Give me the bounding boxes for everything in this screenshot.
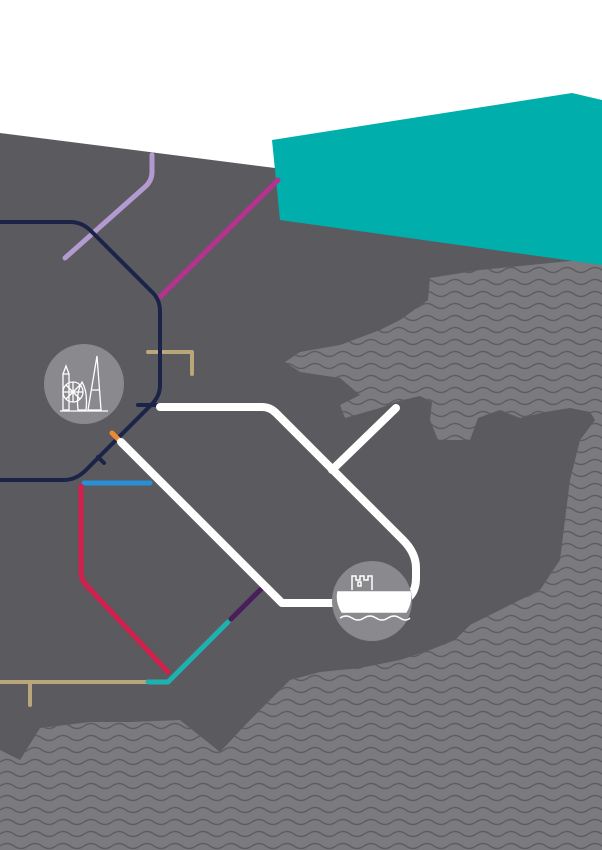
- castle-icon: [332, 561, 412, 641]
- sea-waves: [0, 258, 602, 850]
- red-line: [78, 483, 171, 675]
- navy-ring: [0, 220, 162, 482]
- route-lines: [0, 152, 420, 707]
- tan-line-top: [146, 350, 194, 376]
- magenta-line: [157, 177, 281, 300]
- london-landmarks-icon: [44, 344, 124, 424]
- lilac-line: [62, 152, 155, 261]
- purple-line: [228, 585, 265, 622]
- tan-line-bottom: [0, 680, 152, 707]
- teal-banner: [272, 93, 602, 265]
- white-branch: [328, 404, 400, 474]
- navy-spur: [96, 403, 162, 465]
- teal-line: [145, 619, 231, 685]
